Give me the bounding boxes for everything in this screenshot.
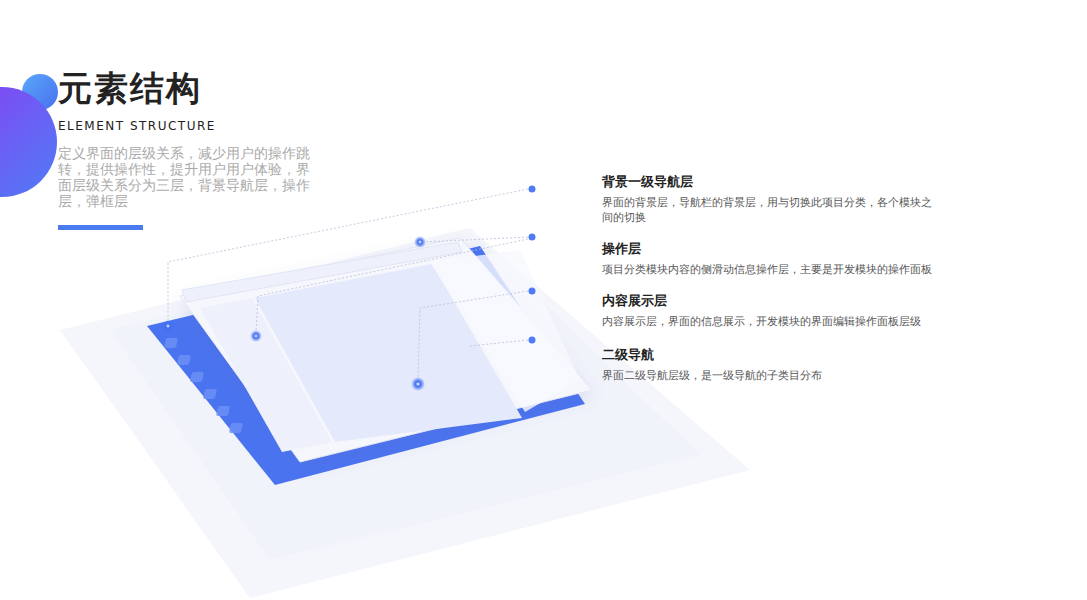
float-panel	[430, 250, 580, 412]
blue-layer	[147, 246, 585, 485]
layer-body: 界面的背景层，导航栏的背景层，用与切换此项目分类，各个模块之间的切换	[602, 195, 932, 225]
operation-layer	[180, 238, 592, 462]
layer-description: 操作层项目分类模块内容的侧滑动信息操作层，主要是开发模块的操作面板	[602, 240, 932, 277]
layer-heading: 内容展示层	[602, 292, 932, 310]
marker-dots	[529, 186, 536, 344]
nav-icon	[190, 372, 204, 382]
base-plate	[110, 240, 700, 560]
layer-body: 界面二级导航层级，是一级导航的子类目分布	[602, 368, 932, 383]
intro-paragraph: 定义界面的层级关系，减少用户的操作跳转，提供操作性，提升用户用户体验，界面层级关…	[58, 145, 310, 209]
layer-heading: 二级导航	[602, 346, 932, 364]
layer-description: 二级导航界面二级导航层级，是一级导航的子类目分布	[602, 346, 932, 383]
layer-description: 内容展示层内容展示层，界面的信息展示，开发模块的界面编辑操作面板层级	[602, 292, 932, 329]
deco-blob	[0, 87, 57, 197]
nav-icon	[216, 406, 230, 416]
layer-body: 项目分类模块内容的侧滑动信息操作层，主要是开发模块的操作面板	[602, 262, 932, 277]
accent-bar	[58, 225, 143, 230]
layer-description: 背景一级导航层界面的背景层，导航栏的背景层，用与切换此项目分类，各个模块之间的切…	[602, 173, 932, 225]
layer-heading: 背景一级导航层	[602, 173, 932, 191]
page-title: 元素结构	[58, 66, 202, 112]
layer-heading: 操作层	[602, 240, 932, 258]
layer-body: 内容展示层，界面的信息展示，开发模块的界面编辑操作面板层级	[602, 314, 932, 329]
nav-icon	[177, 355, 191, 365]
subtitle: ELEMENT STRUCTURE	[58, 119, 216, 133]
leader-lines	[168, 189, 528, 380]
nav-icon	[229, 423, 243, 433]
side-panel	[200, 298, 332, 452]
glow-points	[162, 236, 426, 391]
nav-icon	[203, 389, 217, 399]
base-plate	[60, 228, 750, 598]
nav-icon	[164, 338, 178, 348]
